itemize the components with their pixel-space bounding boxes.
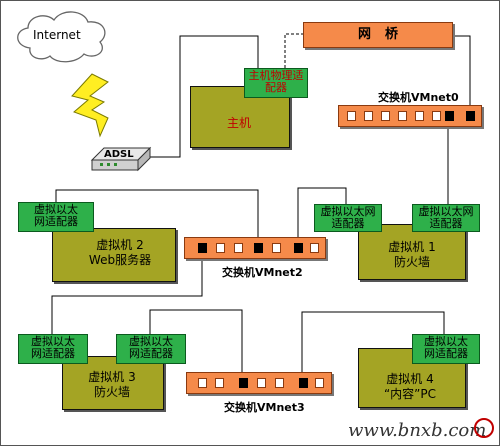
lightning-icon [71, 73, 109, 138]
switch-vmnet3-label: 交换机VMnet3 [224, 401, 305, 414]
vm4-adapter-line2: 网适配器 [424, 347, 468, 360]
vm1-label-line1: 虚拟机 1 [388, 240, 436, 254]
vm2-label-line1: 虚拟机 2 [96, 238, 144, 252]
vm4-label-line2: “内容”PC [383, 387, 437, 401]
line-vmnet3-vm4 [301, 311, 445, 381]
host-adapter-label-line1: 主机物理适 [248, 69, 304, 82]
watermark-logo-icon [474, 418, 494, 438]
port-active [445, 111, 454, 121]
port [257, 378, 266, 388]
vm3-adapter-right-line2: 网适配器 [129, 347, 173, 360]
line-vm2-vmnet2 [55, 189, 259, 247]
vm3-label-line1: 虚拟机 3 [88, 370, 136, 384]
port [275, 378, 284, 388]
vm1-adapter-right-line2: 适配器 [429, 217, 463, 230]
switch-vmnet3 [186, 372, 332, 394]
adsl-label: ADSL [104, 149, 134, 160]
port [216, 243, 225, 253]
line-vm1-vmnet2 [297, 187, 347, 247]
port-active [299, 378, 308, 388]
vm2-web-server [52, 228, 176, 282]
vm4-label-line1: 虚拟机 4 [386, 372, 434, 386]
vm3-firewall [62, 356, 164, 410]
switch-vmnet2-label: 交换机VMnet2 [222, 266, 303, 279]
vm2-adapter: 虚拟以太 网适配器 [18, 202, 94, 232]
vm3-label: 虚拟机 3 防火墙 [62, 370, 162, 400]
vm3-adapter-left-line2: 网适配器 [31, 347, 75, 360]
port-active [239, 378, 248, 388]
line-bridge-vmnet0 [452, 35, 471, 116]
switch-vmnet0 [338, 105, 482, 127]
vm1-adapter-right-line1: 虚拟以太网 [418, 205, 474, 218]
line-adsl-host [148, 35, 259, 158]
switch-vmnet2 [184, 237, 326, 259]
internet-label: Internet [33, 28, 81, 42]
vm2-label: 虚拟机 2 Web服务器 [70, 238, 170, 268]
switch-vmnet0-label: 交换机VMnet0 [378, 91, 459, 104]
line-vmnet2-vm3 [51, 248, 203, 334]
vm3-adapter-left-line1: 虚拟以太 [31, 335, 75, 348]
port [272, 243, 281, 253]
port [381, 111, 390, 121]
host-label: 主机 [227, 116, 252, 130]
vm3-adapter-right-line1: 虚拟以太 [129, 335, 173, 348]
vm1-label-line2: 防火墙 [393, 255, 430, 269]
vm4-adapter-line1: 虚拟以太 [424, 335, 468, 348]
vm1-adapter-left-line2: 适配器 [331, 217, 365, 230]
vm1-firewall [358, 224, 466, 280]
vm1-adapter-right: 虚拟以太网 适配器 [412, 204, 480, 232]
vm2-label-line2: Web服务器 [88, 253, 152, 267]
port [198, 378, 207, 388]
adsl-modem-icon [90, 146, 152, 172]
vm1-adapter-left: 虚拟以太网 适配器 [314, 204, 382, 232]
vm2-adapter-line1: 虚拟以太 [34, 203, 78, 216]
port [347, 111, 356, 121]
network-bridge: 网桥 [303, 22, 453, 48]
port [364, 111, 373, 121]
vm3-label-line2: 防火墙 [93, 385, 130, 399]
port [315, 378, 324, 388]
line-host-bridge [284, 33, 303, 68]
port-active [294, 243, 303, 253]
internet-cloud [17, 11, 106, 63]
host-physical-adapter: 主机物理适 配器 [244, 68, 308, 98]
line-vm3-vmnet3 [149, 309, 243, 381]
vm1-adapter-left-line1: 虚拟以太网 [320, 205, 376, 218]
vm2-adapter-line2: 网适配器 [34, 215, 78, 228]
vm4-label: 虚拟机 4 “内容”PC [360, 372, 460, 402]
port [398, 111, 407, 121]
port [215, 378, 224, 388]
host-adapter-label-line2: 配器 [265, 81, 287, 94]
port-active [198, 243, 207, 253]
port [234, 243, 243, 253]
vm1-label: 虚拟机 1 防火墙 [362, 240, 462, 270]
vm4-adapter: 虚拟以太 网适配器 [412, 334, 480, 364]
vm3-adapter-right: 虚拟以太 网适配器 [116, 334, 186, 364]
port [310, 243, 319, 253]
port [432, 111, 441, 121]
vm3-adapter-left: 虚拟以太 网适配器 [18, 334, 88, 364]
watermark: www.bnxb.com [348, 420, 487, 441]
port-active [254, 243, 263, 253]
port [415, 111, 424, 121]
port-active [466, 111, 475, 121]
